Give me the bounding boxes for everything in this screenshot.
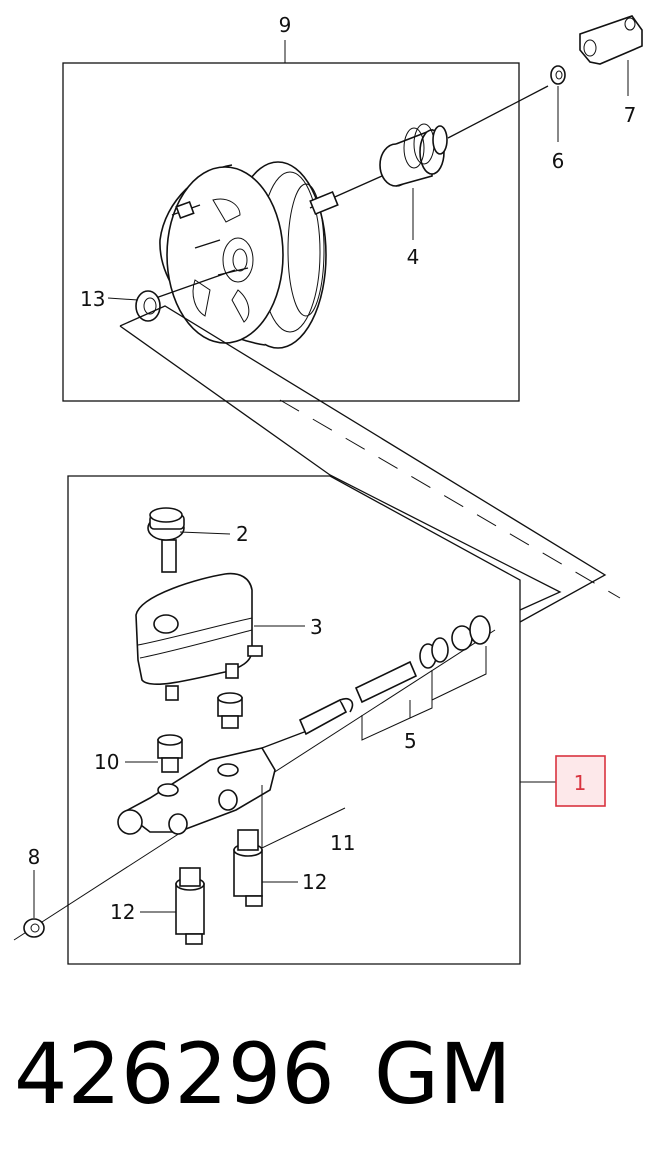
callout-10: 10: [94, 750, 119, 774]
callout-5: 5: [404, 729, 417, 753]
master-cylinder-group-frame: [67, 475, 521, 965]
nut-13: [135, 290, 161, 322]
callout-1-highlight[interactable]: [555, 755, 606, 807]
bracket-5: [361, 700, 411, 741]
part-number: 426296: [14, 1025, 335, 1123]
valve-left: [175, 867, 205, 945]
footer: 426296 GM: [8, 1032, 648, 1142]
booster-group-frame: [62, 62, 520, 402]
bracket-5c: [431, 646, 487, 701]
clevis-7: [579, 15, 643, 65]
master-cylinder-body: [117, 725, 321, 835]
callout-1: 1: [574, 771, 587, 795]
connector-outline-a: [119, 305, 607, 623]
callout-7: 7: [624, 103, 637, 127]
nut-8: [23, 918, 45, 938]
callout-4: 4: [407, 245, 420, 269]
connector-outline-b: [119, 325, 562, 611]
callout-11: 11: [330, 831, 355, 855]
parts-diagram: 9 4 13: [13, 13, 643, 965]
piston-kit: [298, 615, 491, 736]
valve-right: [233, 829, 263, 907]
grommet-right: [217, 692, 243, 729]
bracket-5b: [409, 670, 433, 719]
callout-2: 2: [236, 522, 249, 546]
callout-12a: 12: [110, 900, 135, 924]
brake-booster: [149, 161, 401, 349]
leader-13: [107, 297, 139, 301]
leader-2: [179, 531, 231, 535]
callout-12b: 12: [302, 870, 327, 894]
boot-filter: [379, 85, 549, 187]
callout-8: 8: [28, 845, 41, 869]
callout-6: 6: [552, 149, 565, 173]
callout-3: 3: [310, 615, 323, 639]
axis-dashed: [279, 399, 621, 599]
grommet-left: [157, 734, 183, 773]
nut-6: [550, 65, 566, 85]
brand-name: GM: [374, 1025, 512, 1123]
reservoir: [135, 572, 263, 701]
callout-9: 9: [279, 13, 292, 37]
callout-13: 13: [80, 287, 105, 311]
reservoir-cap: [147, 507, 185, 573]
